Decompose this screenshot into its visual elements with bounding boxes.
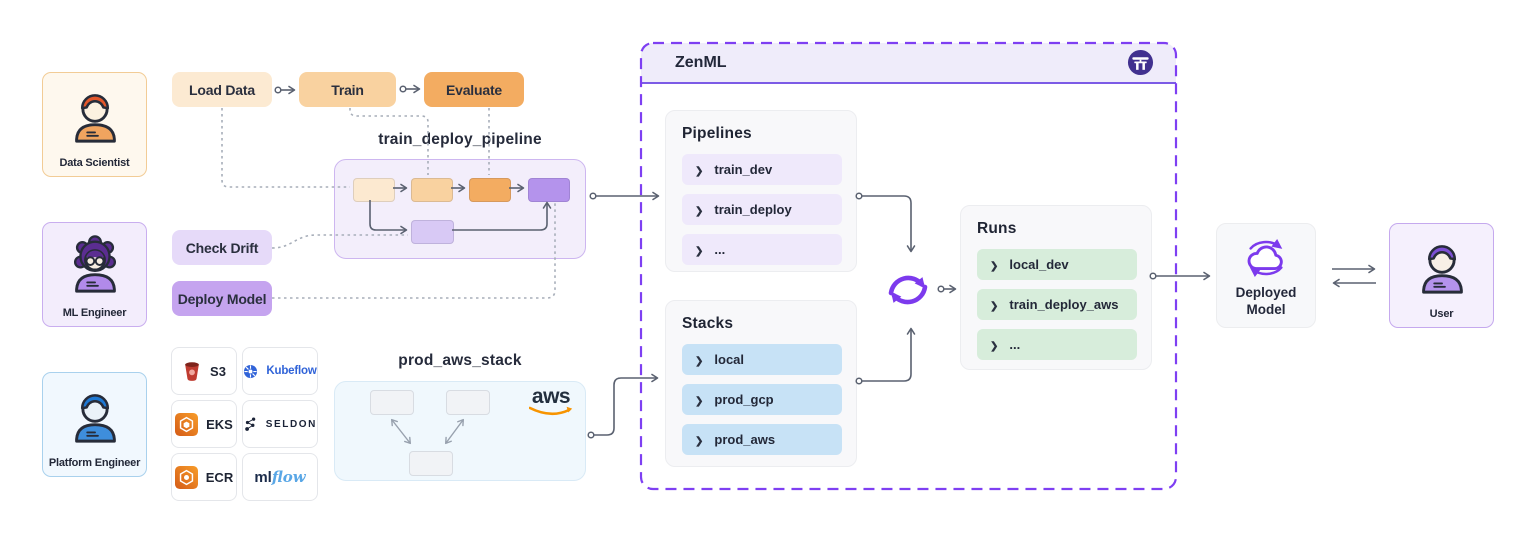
data-scientist-avatar	[64, 83, 126, 145]
mlflow-logo: ml	[254, 468, 272, 486]
tool-kubeflow[interactable]: Kubeflow	[242, 347, 318, 395]
pipelines-heading: Pipelines	[682, 125, 752, 142]
data-scientist-card: Data Scientist	[42, 72, 147, 177]
zenml-logo-icon	[1127, 49, 1154, 76]
run-item-label: train_deploy_aws	[1009, 297, 1119, 312]
cloud-sync-icon	[1247, 239, 1283, 277]
run-item-local-dev[interactable]: local_dev	[977, 249, 1137, 280]
stack-item-prod-aws[interactable]: prod_aws	[682, 424, 842, 455]
deployed-model-label: Deployed Model	[1235, 285, 1297, 317]
pipeline-item-label: train_dev	[714, 162, 773, 177]
pipeline-item-label: train_deploy	[714, 202, 792, 217]
runs-heading: Runs	[977, 220, 1017, 237]
eks-icon	[175, 412, 199, 436]
tool-s3[interactable]: S3	[171, 347, 237, 395]
sync-icon	[888, 275, 928, 305]
tool-ecr[interactable]: ECR	[171, 453, 237, 501]
user-label: User	[1429, 308, 1454, 320]
run-item-more[interactable]: ...	[977, 329, 1137, 360]
pipeline-node-train	[411, 178, 453, 202]
tool-ecr-label: ECR	[205, 469, 234, 485]
stack-item-label: prod_aws	[714, 432, 776, 447]
stack-item-local[interactable]: local	[682, 344, 842, 375]
ml-engineer-card: ML Engineer	[42, 222, 147, 327]
load-data-step[interactable]: Load Data	[172, 72, 272, 107]
chevron-right-icon	[695, 433, 703, 447]
pipeline-item-train-deploy[interactable]: train_deploy	[682, 194, 842, 225]
platform-engineer-card: Platform Engineer	[42, 372, 147, 477]
pipelines-card: Pipelines train_dev train_deploy ...	[665, 110, 857, 272]
aws-stack-box: aws	[334, 381, 586, 481]
tool-seldon[interactable]: SELDON	[242, 400, 318, 448]
user-avatar	[1411, 234, 1473, 296]
s3-icon	[185, 362, 199, 381]
stack-item-label: prod_gcp	[714, 392, 774, 407]
stack-item-prod-gcp[interactable]: prod_gcp	[682, 384, 842, 415]
stacks-heading: Stacks	[682, 315, 734, 332]
pipeline-item-label: ...	[714, 242, 726, 257]
chevron-right-icon	[695, 243, 703, 257]
chevron-right-icon	[990, 298, 998, 312]
chevron-right-icon	[990, 258, 998, 272]
user-card: User	[1389, 223, 1494, 328]
stack-component-node	[446, 390, 490, 415]
pipeline-node-load	[353, 178, 395, 202]
pipeline-node-drift	[411, 220, 454, 244]
pipeline-graph-box	[334, 159, 586, 259]
chevron-right-icon	[990, 338, 998, 352]
chevron-right-icon	[695, 353, 703, 367]
train-step[interactable]: Train	[299, 72, 396, 107]
run-item-train-deploy-aws[interactable]: train_deploy_aws	[977, 289, 1137, 320]
tool-eks[interactable]: EKS	[171, 400, 237, 448]
deployed-model-card: Deployed Model	[1216, 223, 1316, 328]
pipeline-node-deploy	[528, 178, 570, 202]
zenml-header: ZenML	[641, 43, 1176, 84]
pipeline-node-evaluate	[469, 178, 511, 202]
seldon-icon	[245, 417, 256, 431]
runs-card: Runs local_dev train_deploy_aws ...	[960, 205, 1152, 370]
pipeline-item-train-dev[interactable]: train_dev	[682, 154, 842, 185]
ml-engineer-avatar	[64, 233, 126, 295]
check-drift-step[interactable]: Check Drift	[172, 230, 272, 265]
zenml-title: ZenML	[675, 53, 727, 71]
tool-seldon-label: SELDON	[265, 418, 317, 430]
ecr-icon	[174, 465, 198, 489]
deploy-model-step[interactable]: Deploy Model	[172, 281, 272, 316]
pipeline-item-more[interactable]: ...	[682, 234, 842, 265]
stack-item-label: local	[714, 352, 745, 367]
platform-engineer-label: Platform Engineer	[48, 457, 141, 469]
tool-kubeflow-label: Kubeflow	[266, 365, 317, 377]
run-item-label: ...	[1009, 337, 1021, 352]
platform-engineer-avatar	[64, 383, 126, 445]
stacks-card: Stacks local prod_gcp prod_aws	[665, 300, 857, 467]
aws-logo: aws	[529, 386, 573, 416]
data-scientist-label: Data Scientist	[59, 157, 130, 169]
chevron-right-icon	[695, 393, 703, 407]
run-item-label: local_dev	[1009, 257, 1069, 272]
pipeline-title: train_deploy_pipeline	[378, 131, 542, 148]
stack-component-node	[370, 390, 414, 415]
ml-engineer-label: ML Engineer	[62, 307, 127, 319]
chevron-right-icon	[695, 203, 703, 217]
kubeflow-icon	[244, 364, 258, 378]
tool-eks-label: EKS	[206, 416, 233, 432]
stack-component-node	[409, 451, 453, 476]
aws-stack-title: prod_aws_stack	[398, 352, 522, 369]
evaluate-step[interactable]: Evaluate	[424, 72, 524, 107]
tool-s3-label: S3	[210, 363, 226, 379]
chevron-right-icon	[695, 163, 703, 177]
